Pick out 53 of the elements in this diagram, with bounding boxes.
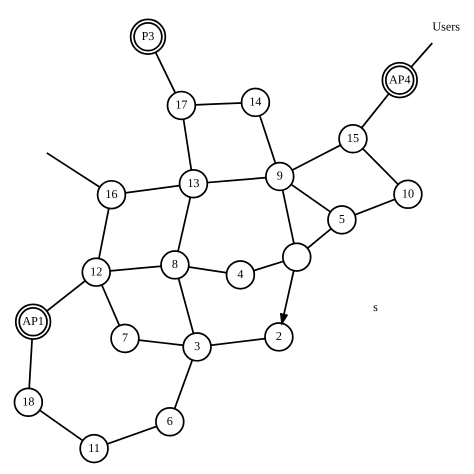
connector	[206, 176, 266, 184]
node-circle: 14	[240, 88, 270, 118]
connector	[281, 190, 294, 244]
node-circle: 6	[154, 407, 184, 437]
connector	[173, 360, 193, 409]
connector	[306, 228, 332, 249]
connector	[100, 284, 120, 326]
connector	[177, 278, 194, 334]
connector	[46, 152, 100, 188]
connector	[182, 119, 192, 170]
connector	[360, 93, 390, 128]
connector	[106, 426, 156, 445]
connector	[194, 102, 241, 106]
node-circle: 9	[264, 162, 294, 192]
node-circle: P3	[129, 18, 166, 55]
connector	[253, 260, 284, 272]
connector	[110, 265, 161, 272]
connector	[176, 197, 191, 252]
label: s	[372, 300, 378, 314]
node-circle: 10	[392, 180, 422, 210]
node-circle: AP4	[381, 62, 418, 98]
node-circle: AP1	[14, 304, 51, 340]
connector	[154, 52, 176, 94]
connector	[38, 410, 83, 442]
arrow	[279, 270, 294, 326]
node-circle: 12	[80, 257, 110, 287]
connector	[138, 339, 183, 346]
connector	[28, 339, 32, 388]
node-text: Users	[432, 19, 460, 34]
node-circle: 3	[182, 332, 212, 362]
node-circle: 2	[264, 322, 294, 352]
connector	[290, 184, 330, 212]
connector	[124, 184, 180, 194]
connector	[46, 280, 86, 312]
connector	[362, 148, 398, 185]
connector	[98, 208, 110, 258]
node-circle: 16	[96, 180, 126, 210]
connector	[291, 144, 340, 171]
connector	[354, 198, 395, 216]
node-circle: 11	[78, 434, 108, 464]
connector	[210, 338, 265, 346]
node-circle: 18	[13, 388, 43, 418]
node-circle: 8	[160, 250, 190, 280]
node-circle: 13	[178, 168, 208, 198]
node-circle: 5	[326, 205, 356, 235]
node-circle: 15	[338, 124, 368, 154]
connector	[258, 115, 276, 164]
node-circle: 4	[225, 260, 255, 290]
node-circle: 7	[110, 324, 140, 354]
node-circle	[282, 242, 312, 272]
node-circle: 17	[166, 90, 196, 120]
connector	[410, 42, 432, 68]
connector	[188, 266, 226, 274]
